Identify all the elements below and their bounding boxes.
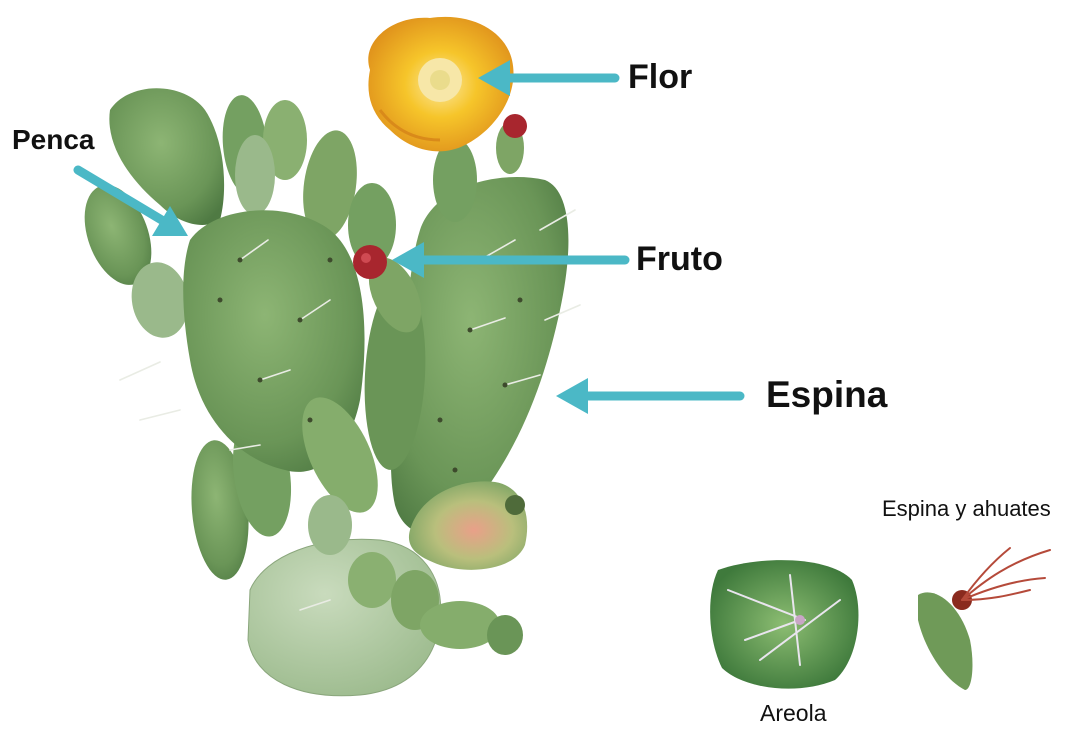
fruit-bottom-1 [348, 552, 396, 608]
espina-ahuates-detail [918, 548, 1050, 690]
pad-small-center [308, 495, 352, 555]
label-flor: Flor [628, 58, 692, 97]
areola-detail [710, 560, 858, 689]
arrow-espina [556, 378, 740, 414]
pad-top-5 [235, 135, 275, 215]
label-areola: Areola [760, 700, 826, 727]
fruit-red-fruto [353, 245, 387, 279]
fruit-bottom-3 [420, 601, 500, 649]
label-penca: Penca [12, 124, 95, 156]
label-espina-y-ahuates: Espina y ahuates [882, 496, 1051, 522]
fruit-bottom-4 [487, 615, 523, 655]
label-espina: Espina [766, 374, 887, 416]
fruit-red-top [503, 114, 527, 138]
fruit-pear-tip [505, 495, 525, 515]
fruit-red-highlight [361, 253, 371, 263]
label-fruto: Fruto [636, 240, 723, 279]
